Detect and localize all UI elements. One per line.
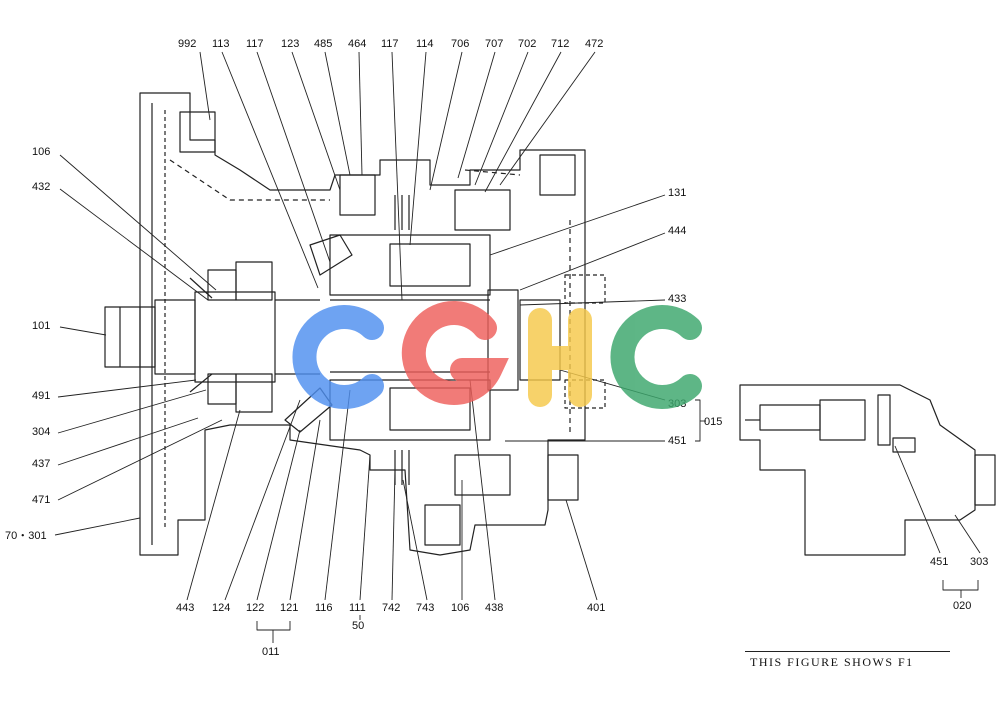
part-label-122: 122: [246, 602, 265, 614]
group-label-020: 020: [953, 600, 972, 612]
part-label-117-a: 117: [246, 38, 264, 50]
part-label-491: 491: [32, 390, 51, 402]
group-label-015: 015: [704, 416, 723, 428]
group-label-50: 50: [352, 620, 365, 632]
watermark-letter-h: [528, 308, 592, 407]
figure-caption: THIS FIGURE SHOWS F1: [750, 655, 914, 669]
part-label-707: 707: [485, 38, 504, 50]
part-label-101: 101: [32, 320, 51, 332]
part-label-304: 304: [32, 426, 51, 438]
part-label-121: 121: [280, 602, 299, 614]
part-label-124: 124: [212, 602, 231, 614]
part-label-742: 742: [382, 602, 401, 614]
part-label-114: 114: [416, 38, 434, 50]
part-label-464: 464: [348, 38, 367, 50]
part-label-117-b: 117: [381, 38, 399, 50]
watermark-logo: [292, 301, 702, 409]
part-label-451: 451: [668, 435, 687, 447]
part-label-116: 116: [315, 602, 333, 614]
part-label-438: 438: [485, 602, 504, 614]
detail-view-outline: [739, 384, 976, 556]
part-label-433: 433: [668, 293, 687, 305]
part-label-106-b: 106: [451, 602, 470, 614]
group-label-011: 011: [262, 646, 280, 658]
part-label-437: 437: [32, 458, 51, 470]
part-label-471: 471: [32, 494, 51, 506]
watermark-letter-c-2: [610, 305, 702, 409]
part-label-485: 485: [314, 38, 333, 50]
part-label-992: 992: [178, 38, 197, 50]
part-label-123: 123: [281, 38, 300, 50]
watermark-letter-g: [401, 301, 509, 405]
part-label-443: 443: [176, 602, 195, 614]
part-label-472: 472: [585, 38, 604, 50]
part-label-111: 111: [349, 602, 366, 614]
part-label-131: 131: [668, 187, 687, 199]
part-label-113: 113: [212, 38, 230, 50]
part-label-702: 702: [518, 38, 537, 50]
caption-rule: [745, 651, 950, 652]
part-label-70-301: 70・301: [5, 530, 47, 542]
part-label-106-a: 106: [32, 146, 51, 158]
motor-housing-outline: [139, 92, 586, 556]
part-label-743: 743: [416, 602, 435, 614]
detail-label-303: 303: [970, 556, 989, 568]
part-label-712: 712: [551, 38, 570, 50]
part-label-706: 706: [451, 38, 470, 50]
part-label-432: 432: [32, 181, 51, 193]
part-label-401: 401: [587, 602, 606, 614]
detail-label-451: 451: [930, 556, 949, 568]
part-label-444: 444: [668, 225, 687, 237]
watermark-letter-c: [292, 305, 384, 409]
